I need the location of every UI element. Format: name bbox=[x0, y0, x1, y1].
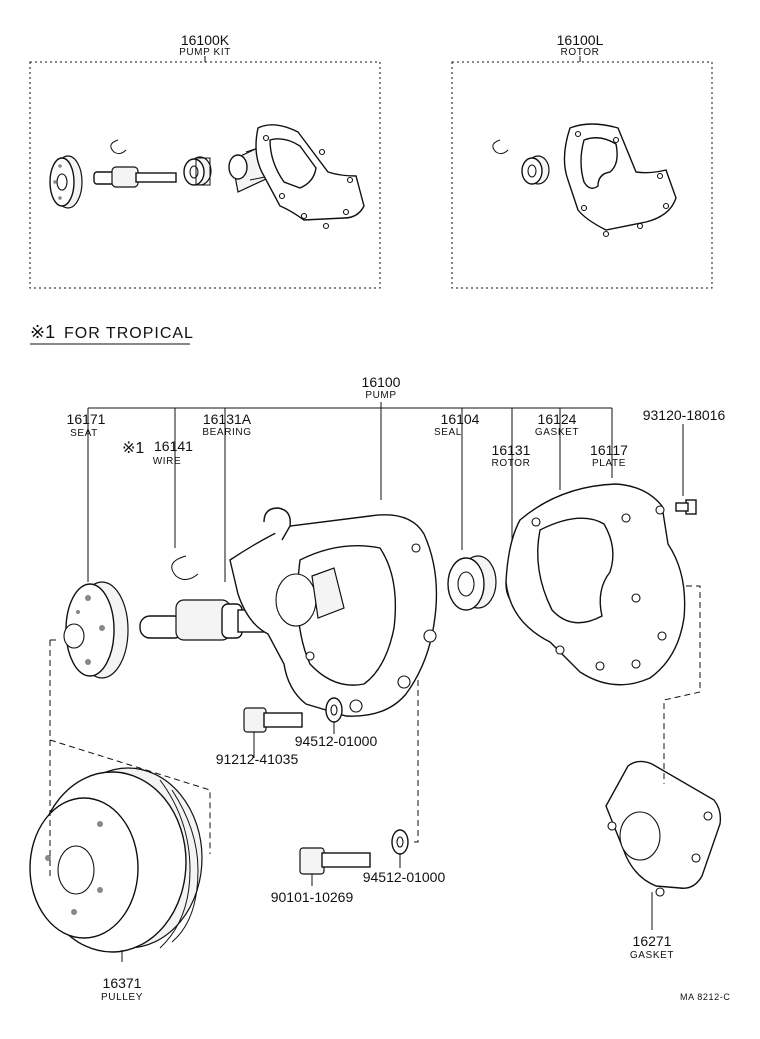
plate-number: 16117 bbox=[590, 442, 628, 458]
washer-upper-part bbox=[325, 697, 343, 734]
figure-code: MA 8212-C bbox=[680, 992, 730, 1002]
seat-part bbox=[63, 581, 129, 679]
gasket-top-number: 16124 bbox=[538, 411, 577, 427]
pulley-number: 16371 bbox=[103, 975, 142, 991]
kit-seat-icon bbox=[49, 155, 83, 209]
rotor-box-wire-icon bbox=[492, 139, 509, 155]
bolt-upper-part bbox=[243, 707, 303, 758]
gasket-leader bbox=[663, 585, 701, 784]
pump-number: 16100 bbox=[362, 374, 401, 390]
seat-name: SEAT bbox=[70, 428, 98, 439]
pump-kit-box: 16100K PUMP KIT bbox=[29, 32, 381, 289]
kit-wire-icon bbox=[110, 139, 127, 155]
rotor-box-number: 16100L bbox=[557, 32, 604, 48]
gasket-bottom-part bbox=[605, 760, 722, 897]
washer-lower-number: 94512-01000 bbox=[363, 869, 446, 885]
tropical-symbol: ※1 bbox=[30, 322, 55, 342]
plate-name: PLATE bbox=[592, 458, 626, 469]
kit-shaft-icon bbox=[93, 166, 177, 188]
washer-upper-number: 94512-01000 bbox=[295, 733, 378, 749]
tropical-text: FOR TROPICAL bbox=[64, 325, 194, 342]
bolt-lower-part bbox=[299, 847, 371, 886]
rotor-box: 16100L ROTOR bbox=[451, 32, 713, 289]
pump-name: PUMP bbox=[365, 390, 396, 401]
gasket-top-name: GASKET bbox=[535, 427, 579, 438]
pulley-part bbox=[29, 767, 203, 953]
gasket-bottom-number: 16271 bbox=[633, 933, 672, 949]
rotor-number: 16131 bbox=[492, 442, 531, 458]
plate-gasket-part bbox=[505, 483, 686, 686]
pulley-leader bbox=[49, 739, 211, 854]
seat-number: 16171 bbox=[67, 411, 106, 427]
kit-plate-icon bbox=[255, 124, 365, 230]
wire-symbol: ※1 bbox=[122, 440, 144, 457]
pump-body bbox=[229, 507, 438, 717]
rotor-outline bbox=[451, 61, 713, 289]
pump-kit-number: 16100K bbox=[181, 32, 230, 48]
tropical-note: ※1 FOR TROPICAL bbox=[30, 322, 194, 345]
wire-name: WIRE bbox=[153, 456, 182, 467]
gasket-bottom-name: GASKET bbox=[630, 950, 674, 961]
rotor-box-plate-icon bbox=[563, 123, 677, 238]
rotor-name: ROTOR bbox=[492, 458, 531, 469]
seat-pulley-leader bbox=[49, 639, 60, 880]
seal-part bbox=[447, 555, 497, 611]
seal-name: SEAL bbox=[434, 427, 462, 438]
washer-lower-leader bbox=[412, 680, 419, 843]
rotor-box-name: ROTOR bbox=[561, 47, 600, 58]
plate-bolt-number: 93120-18016 bbox=[643, 407, 726, 423]
pulley-name: PULLEY bbox=[101, 992, 143, 1003]
bolt-upper-number: 91212-41035 bbox=[216, 751, 299, 767]
callout-lines bbox=[87, 402, 684, 582]
plate-bolt-part bbox=[675, 499, 697, 515]
bolt-lower-number: 90101-10269 bbox=[271, 889, 354, 905]
kit-seal-icon bbox=[183, 156, 212, 186]
wire-part bbox=[171, 555, 199, 580]
bearing-number: 16131A bbox=[203, 411, 252, 427]
rotor-box-seal-icon bbox=[521, 155, 550, 185]
wire-number: 16141 bbox=[154, 438, 193, 454]
seal-number: 16104 bbox=[441, 411, 480, 427]
bearing-name: BEARING bbox=[202, 427, 251, 438]
washer-lower-part bbox=[391, 829, 409, 868]
pump-kit-name: PUMP KIT bbox=[179, 47, 231, 58]
